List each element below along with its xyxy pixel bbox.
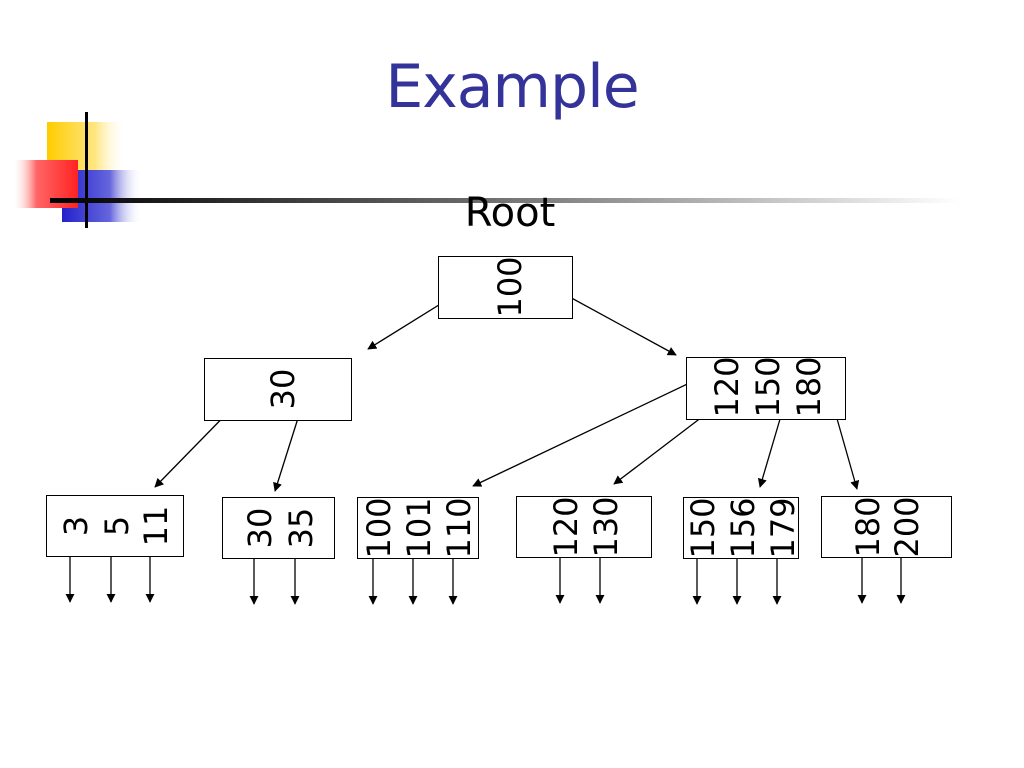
node-key: 156 bbox=[724, 497, 762, 559]
node-key: 100 bbox=[491, 256, 529, 318]
node-key: 30 bbox=[264, 368, 302, 410]
node-key: 180 bbox=[790, 356, 828, 418]
node-key: 11 bbox=[137, 505, 175, 547]
leaf-node bbox=[821, 496, 952, 558]
node-key: 180 bbox=[849, 496, 887, 558]
pointer-arrow bbox=[472, 377, 701, 487]
node-key: 120 bbox=[708, 356, 746, 418]
root-node bbox=[438, 256, 573, 319]
internal-node-left bbox=[204, 358, 352, 421]
root-label: Root bbox=[464, 190, 556, 236]
node-key: 3 bbox=[57, 515, 95, 537]
slide-title: Example bbox=[385, 52, 639, 122]
leaf-node bbox=[683, 497, 799, 559]
internal-node-right bbox=[686, 357, 846, 420]
deco-horizontal-rule bbox=[50, 198, 960, 203]
node-key: 5 bbox=[98, 515, 136, 537]
node-key: 150 bbox=[749, 356, 787, 418]
leaf-node bbox=[46, 495, 184, 557]
node-key: 30 bbox=[241, 507, 279, 549]
leaf-node bbox=[516, 496, 652, 558]
node-key: 200 bbox=[888, 496, 926, 558]
node-key: 101 bbox=[400, 497, 438, 559]
deco-vertical-line bbox=[85, 112, 88, 228]
leaf-node bbox=[222, 497, 335, 559]
node-key: 35 bbox=[282, 507, 320, 549]
node-key: 120 bbox=[547, 496, 585, 558]
node-key: 179 bbox=[764, 497, 802, 559]
leaf-node bbox=[357, 497, 479, 559]
node-key: 150 bbox=[684, 497, 722, 559]
node-key: 130 bbox=[587, 496, 625, 558]
node-key: 100 bbox=[360, 497, 398, 559]
node-key: 110 bbox=[440, 497, 478, 559]
